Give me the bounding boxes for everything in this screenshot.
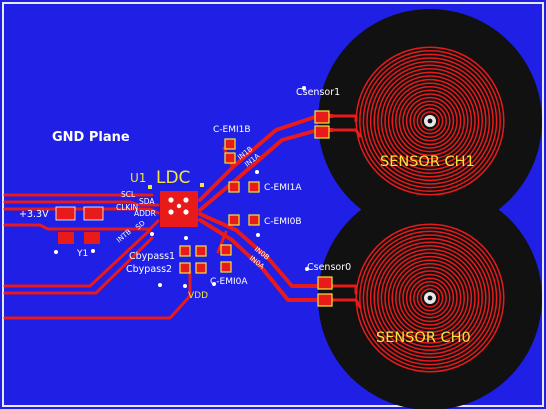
coil-turn [409, 277, 451, 319]
coil-turn [377, 68, 483, 174]
coil-turn [391, 259, 469, 337]
coil-turn [413, 281, 447, 315]
coil-turn [355, 223, 505, 373]
coil-turn [359, 227, 501, 369]
coil-turn [380, 71, 480, 171]
coil-turn [420, 111, 440, 131]
coil-turn [409, 100, 451, 142]
coil-turn [373, 241, 487, 355]
ldc-label: LDC [156, 168, 190, 188]
c-emi1a-label: C-EMI1A [264, 183, 302, 193]
coil-turn [362, 53, 498, 189]
cbypass1-label: Cbypass1 [129, 251, 175, 262]
coil-turn [366, 234, 494, 362]
coil-turn [369, 60, 491, 182]
v33-label: +3.3V [19, 209, 49, 220]
sensor-ch1-coil [355, 46, 505, 196]
c-emi0b-label: C-EMI0B [264, 217, 302, 227]
csensor0-label: Csensor0 [307, 262, 351, 273]
coil-turn [391, 82, 469, 160]
scl-label: SCL [121, 190, 136, 199]
coil-turn [416, 107, 444, 135]
coil-turn [416, 284, 444, 312]
coil-turn [387, 78, 473, 164]
ldc-chip [148, 183, 204, 236]
coil-turn [377, 245, 483, 351]
y1-label: Y1 [76, 249, 88, 259]
coil-turn [380, 248, 480, 348]
coil-turn [395, 86, 465, 156]
coil-turn [413, 104, 447, 138]
coil-turn [402, 270, 458, 326]
sensor-ch1-label: SENSOR CH1 [380, 154, 475, 170]
coil-turn [402, 93, 458, 149]
coil-turn [398, 89, 462, 153]
coil-turn [366, 57, 494, 185]
sensor-ch0-label: SENSOR CH0 [376, 330, 471, 346]
c-emi1b-label: C-EMI1B [213, 125, 251, 135]
component-pads [179, 110, 333, 307]
vdd-label: VDD [188, 291, 208, 301]
sda-label: SDA [139, 197, 155, 206]
coil-turn [387, 255, 473, 341]
gnd-plane-label: GND Plane [52, 130, 130, 145]
coil-turn [405, 96, 455, 146]
cbypass2-label: Cbypass2 [126, 264, 172, 275]
coil-turn [384, 252, 476, 344]
csensor1-label: Csensor1 [296, 87, 340, 98]
coil-turn [405, 273, 455, 323]
c-emi0a-label: C-EMI0A [210, 277, 248, 287]
power-input-pads [54, 206, 104, 254]
coil-turn [362, 230, 498, 366]
clkin-label: CLKIN [116, 203, 138, 212]
coil-turn [369, 237, 491, 359]
coil-center-via [424, 115, 436, 304]
sensor-ch0-coil [355, 223, 505, 373]
coil-turn [395, 263, 465, 333]
silkscreen-dots [91, 86, 309, 288]
addr-label: ADDR [134, 209, 156, 218]
coil-turn [359, 50, 501, 192]
coil-turn [384, 75, 476, 167]
coil-turn [373, 64, 487, 178]
u1-label: U1 [130, 171, 146, 185]
coil-turn [398, 266, 462, 330]
coil-turn [420, 288, 440, 308]
